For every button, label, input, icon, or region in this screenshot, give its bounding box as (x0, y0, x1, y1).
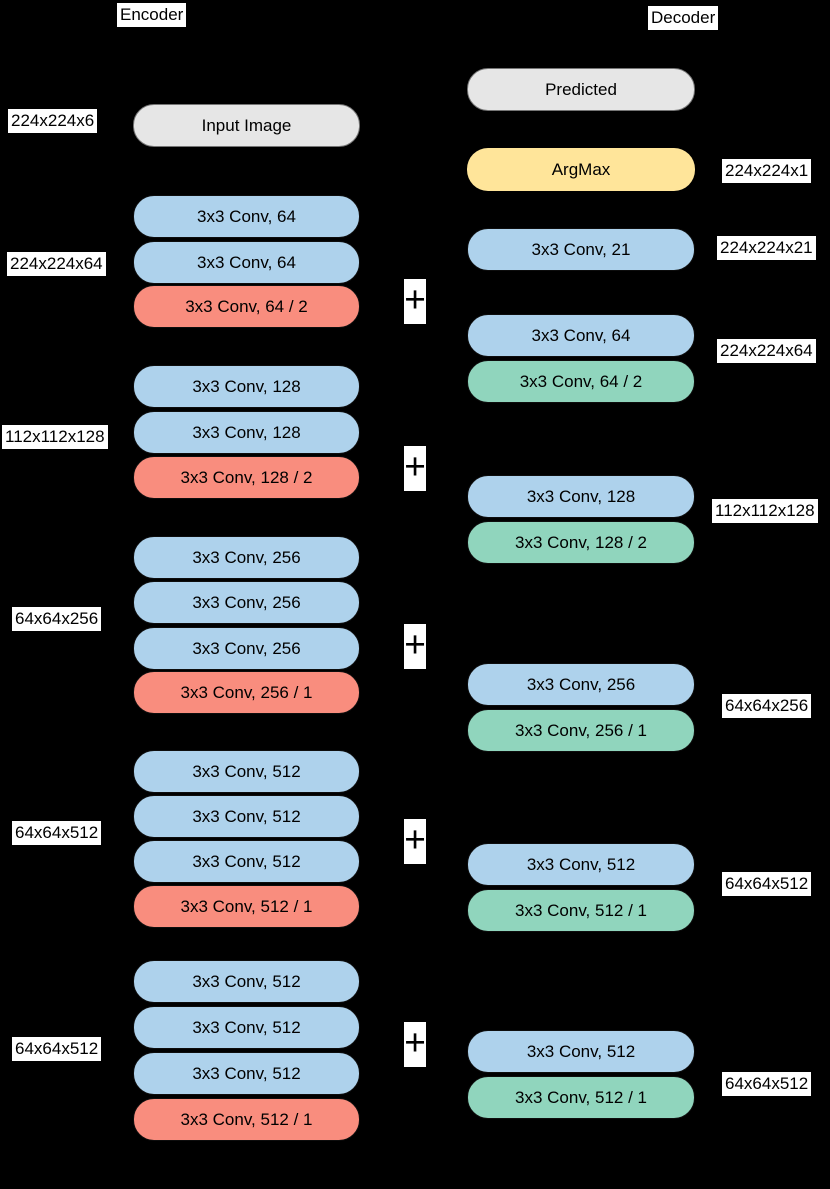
encoder-title: Encoder (117, 3, 187, 28)
encoder-conv-block: 3x3 Conv, 512 (133, 795, 360, 838)
decoder-dim-label: 64x64x512 (722, 1072, 812, 1097)
input-image-block: Input Image (133, 104, 360, 147)
predicted-block: Predicted (467, 68, 695, 111)
encoder-downsample-block: 3x3 Conv, 256 / 1 (133, 671, 360, 714)
decoder-conv-block: 3x3 Conv, 21 (467, 228, 695, 271)
encoder-downsample-block: 3x3 Conv, 512 / 1 (133, 1098, 360, 1141)
encoder-conv-block: 3x3 Conv, 512 (133, 1052, 360, 1095)
encoder-dim-label: 64x64x256 (12, 607, 102, 632)
skip-plus-icon: + (404, 446, 426, 491)
encoder-conv-block: 3x3 Conv, 128 (133, 411, 360, 454)
encoder-dim-label: 112x112x128 (2, 425, 108, 450)
encoder-dim-label: 64x64x512 (12, 1037, 102, 1062)
decoder-conv-block: 3x3 Conv, 64 (467, 314, 695, 357)
decoder-upsample-block: 3x3 Conv, 128 / 2 (467, 521, 695, 564)
skip-plus-icon: + (404, 279, 426, 324)
decoder-upsample-block: 3x3 Conv, 64 / 2 (467, 360, 695, 403)
encoder-downsample-block: 3x3 Conv, 512 / 1 (133, 885, 360, 928)
decoder-upsample-block: 3x3 Conv, 256 / 1 (467, 709, 695, 752)
decoder-dim-label: 64x64x256 (722, 694, 812, 719)
encoder-downsample-block: 3x3 Conv, 64 / 2 (133, 285, 360, 328)
decoder-dim-label: 224x224x1 (722, 159, 812, 184)
decoder-upsample-block: 3x3 Conv, 512 / 1 (467, 1076, 695, 1119)
decoder-conv-block: 3x3 Conv, 256 (467, 663, 695, 706)
decoder-conv-block: 3x3 Conv, 512 (467, 1030, 695, 1073)
encoder-conv-block: 3x3 Conv, 256 (133, 627, 360, 670)
decoder-dim-label: 224x224x64 (717, 339, 816, 364)
argmax-block: ArgMax (467, 148, 695, 191)
encoder-conv-block: 3x3 Conv, 64 (133, 195, 360, 238)
encoder-downsample-block: 3x3 Conv, 128 / 2 (133, 456, 360, 499)
skip-plus-icon: + (404, 624, 426, 669)
decoder-dim-label: 224x224x21 (717, 236, 816, 261)
decoder-upsample-block: 3x3 Conv, 512 / 1 (467, 889, 695, 932)
decoder-title: Decoder (648, 6, 719, 31)
encoder-dim-label: 64x64x512 (12, 821, 102, 846)
decoder-conv-block: 3x3 Conv, 128 (467, 475, 695, 518)
encoder-conv-block: 3x3 Conv, 256 (133, 581, 360, 624)
encoder-conv-block: 3x3 Conv, 512 (133, 750, 360, 793)
encoder-dim-label: 224x224x64 (7, 252, 106, 277)
decoder-conv-block: 3x3 Conv, 512 (467, 843, 695, 886)
skip-plus-icon: + (404, 819, 426, 864)
encoder-conv-block: 3x3 Conv, 128 (133, 365, 360, 408)
decoder-dim-label: 64x64x512 (722, 872, 812, 897)
encoder-conv-block: 3x3 Conv, 64 (133, 241, 360, 284)
encoder-conv-block: 3x3 Conv, 512 (133, 1006, 360, 1049)
decoder-dim-label: 112x112x128 (712, 499, 818, 524)
encoder-conv-block: 3x3 Conv, 512 (133, 840, 360, 883)
encoder-conv-block: 3x3 Conv, 512 (133, 960, 360, 1003)
skip-plus-icon: + (404, 1022, 426, 1067)
encoder-conv-block: 3x3 Conv, 256 (133, 536, 360, 579)
encoder-dim-label: 224x224x6 (8, 109, 98, 134)
